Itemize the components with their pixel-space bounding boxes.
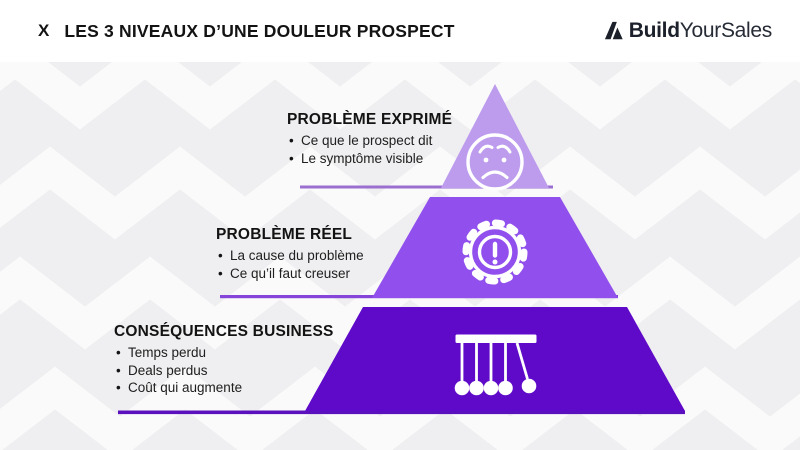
brand-logo-text-light: YourSales: [679, 19, 773, 42]
alert-gear-icon: [462, 219, 528, 285]
brand-logo-text: BuildYourSales: [628, 19, 773, 43]
level-1-underline: [300, 185, 553, 189]
brand-logo: BuildYourSales: [604, 19, 772, 43]
level-2-bullet-list: La cause du problème Ce qu’il faut creus…: [216, 247, 364, 282]
worried-face-icon: [466, 133, 524, 191]
bullet-item: La cause du problème: [216, 247, 364, 265]
bullet-item: Ce qu’il faut creuser: [216, 265, 364, 283]
level-3-text: CONSÉQUENCES BUSINESS Temps perdu Deals …: [114, 323, 334, 397]
level-1-bullet-list: Ce que le prospect dit Le symptôme visib…: [287, 132, 452, 167]
bullet-item: Deals perdus: [114, 362, 334, 380]
level-1-heading: PROBLÈME EXPRIMÉ: [287, 111, 453, 128]
newtons-cradle-icon: [454, 334, 537, 396]
level-2-text: PROBLÈME RÉEL La cause du problème Ce qu…: [216, 226, 364, 282]
level-3-heading: CONSÉQUENCES BUSINESS: [114, 323, 334, 340]
header-prefix: X: [38, 21, 50, 40]
header: X LES 3 NIVEAUX D’UNE DOULEUR PROSPECT B…: [0, 0, 800, 62]
mountain-a-logo-icon: [604, 21, 623, 40]
level-1-text: PROBLÈME EXPRIMÉ Ce que le prospect dit …: [287, 111, 452, 167]
bullet-item: Temps perdu: [114, 344, 334, 362]
bullet-item: Coût qui augmente: [114, 379, 334, 397]
level-3-bullet-list: Temps perdu Deals perdus Coût qui augmen…: [114, 344, 334, 397]
bullet-item: Ce que le prospect dit: [287, 132, 452, 150]
level-2-heading: PROBLÈME RÉEL: [216, 226, 353, 243]
level-3-shape: [305, 307, 685, 411]
bullet-item: Le symptôme visible: [287, 150, 452, 168]
page-title: LES 3 NIVEAUX D’UNE DOULEUR PROSPECT: [64, 20, 455, 41]
brand-logo-text-bold: Build: [628, 19, 680, 42]
level-3-underline: [118, 410, 685, 415]
